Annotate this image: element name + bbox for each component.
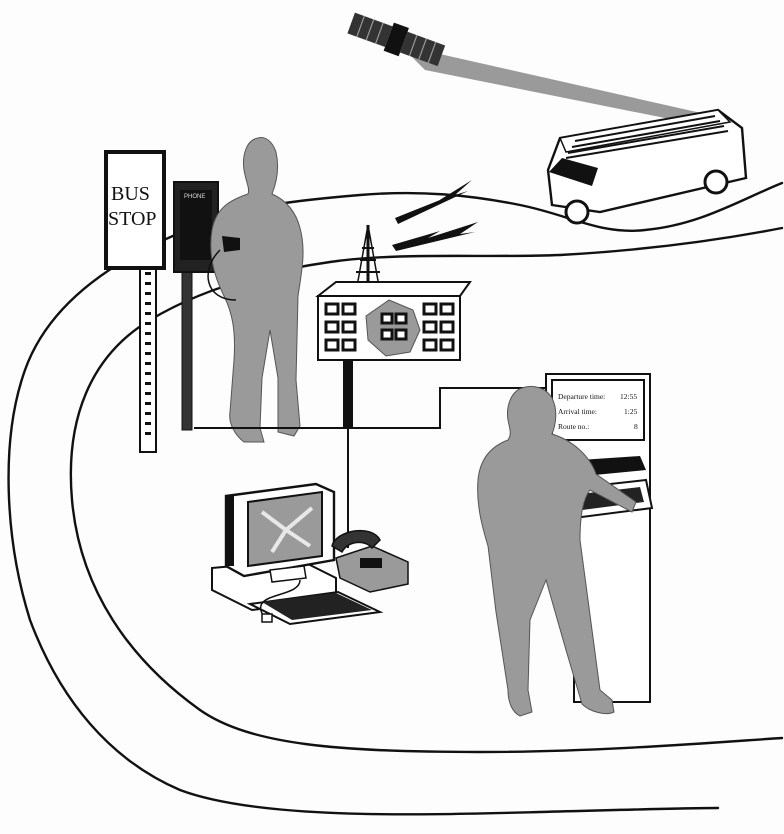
radio-signals [392, 180, 478, 251]
building-roof [318, 282, 470, 296]
home-computer [212, 484, 408, 624]
person-at-bus-stop [208, 138, 303, 442]
kiosk-route-label: Route no.: [558, 422, 589, 431]
bus-stop-sign: BUS STOP [106, 152, 164, 452]
satellite-signal-beam [400, 45, 710, 125]
signal-bolt-upper [395, 180, 472, 224]
handset [222, 236, 240, 252]
building-support-pole [343, 356, 353, 428]
sign-text-bus: BUS [111, 183, 150, 205]
bus-rear-wheel [705, 171, 727, 193]
mouse [262, 614, 272, 622]
road [9, 183, 782, 814]
road-outer-edge [9, 183, 782, 814]
signal-bolt-lower [392, 222, 478, 251]
desk-telephone [336, 546, 408, 592]
sign-text-stop: STOP [108, 208, 157, 230]
kiosk-departure-label: Departure time: [558, 392, 605, 401]
kiosk-arrival-label: Arrival time: [558, 407, 597, 416]
payphone-pole [182, 262, 192, 430]
kiosk-arrival-value: 1:25 [624, 407, 638, 416]
person-at-bus-stop-silhouette [211, 138, 303, 442]
bus [548, 110, 746, 223]
payphone: PHONE [174, 182, 218, 430]
kiosk-route-value: 8 [634, 422, 638, 431]
bus-front-wheel [566, 201, 588, 223]
gps-satellite [346, 9, 710, 125]
kiosk-departure-value: 12:55 [620, 392, 637, 401]
payphone-label: PHONE [184, 194, 205, 200]
